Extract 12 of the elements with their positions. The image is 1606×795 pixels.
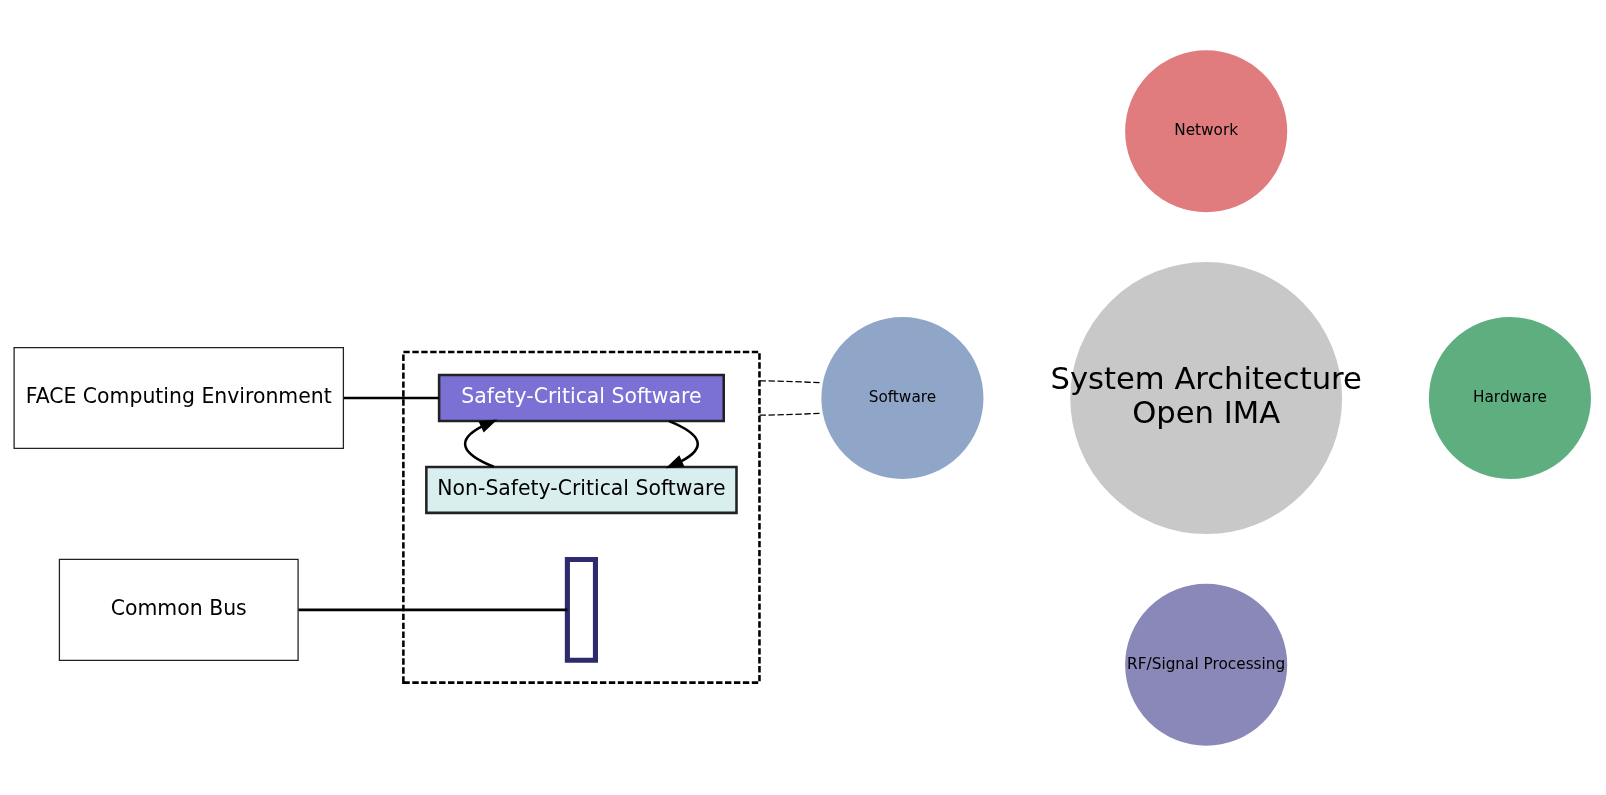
node-box: Common Bus <box>58 558 299 661</box>
connector <box>343 396 439 399</box>
connector <box>758 379 821 383</box>
arrow <box>665 419 699 468</box>
node-bar <box>564 556 598 663</box>
arrow <box>463 419 497 468</box>
connector <box>297 608 567 611</box>
connector <box>758 412 821 416</box>
cluster <box>401 350 761 684</box>
node-box: Non-Safety-Critical Software <box>424 465 738 514</box>
node-box: Safety-Critical Software <box>437 373 725 422</box>
node-box: FACE Computing Environment <box>12 346 344 449</box>
